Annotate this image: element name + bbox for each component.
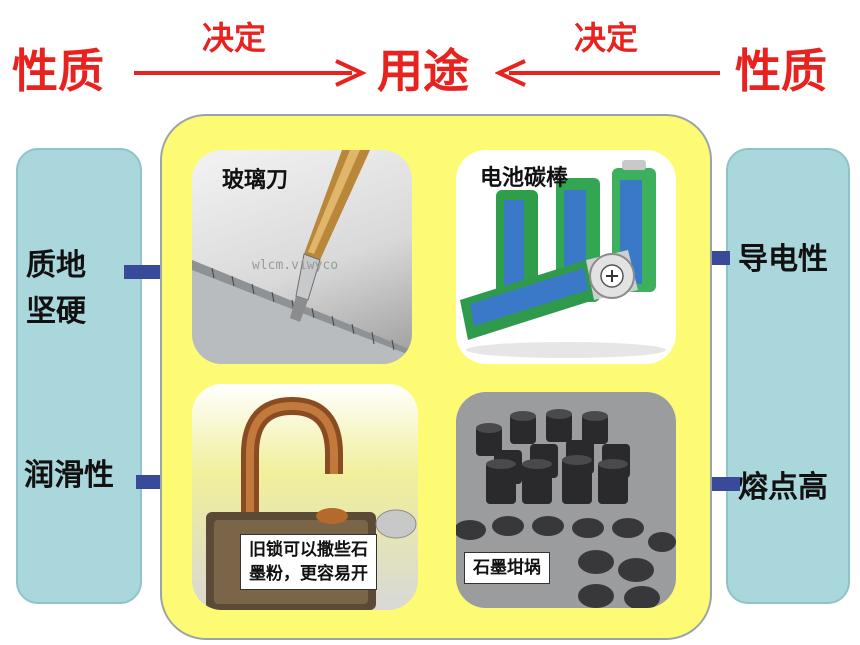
battery-photo: 电池碳棒	[456, 150, 676, 364]
battery-illustration	[460, 160, 666, 358]
header-center-use: 用途	[377, 44, 469, 98]
crucible-caption: 石墨坩埚	[464, 552, 550, 584]
arrow-left-icon	[495, 59, 720, 87]
right-property-panel	[726, 148, 850, 604]
crucible-illustration	[456, 409, 676, 608]
lock-caption: 旧锁可以撒些石 墨粉，更容易开	[240, 534, 377, 590]
arrow-right-icon	[134, 59, 367, 87]
property-conductivity: 导电性	[738, 242, 828, 277]
property-hardness-line2: 坚硬	[26, 294, 86, 329]
glass-cutter-illustration	[192, 150, 412, 364]
decide-label-left: 决定	[202, 19, 267, 57]
property-high-melting-point: 熔点高	[738, 470, 828, 505]
property-hardness-line1: 质地	[26, 248, 86, 283]
lock-caption-line2: 墨粉，更容易开	[249, 564, 368, 584]
header-left-property: 性质	[12, 44, 104, 98]
battery-label: 电池碳棒	[480, 166, 569, 191]
glass-cutter-label: 玻璃刀	[222, 168, 289, 193]
watermark-text: wlcm.viwyco	[252, 258, 339, 273]
glass-cutter-photo: 玻璃刀 wlcm.viwyco	[192, 150, 412, 364]
lock-caption-line1: 旧锁可以撒些石	[249, 540, 368, 560]
crucible-photo: 石墨坩埚	[456, 392, 676, 608]
header-right-property: 性质	[735, 44, 827, 98]
decide-label-right: 决定	[574, 19, 639, 57]
left-property-panel	[16, 148, 142, 604]
lock-photo: 旧锁可以撒些石 墨粉，更容易开	[192, 384, 418, 610]
property-lubricity: 润滑性	[24, 458, 114, 493]
